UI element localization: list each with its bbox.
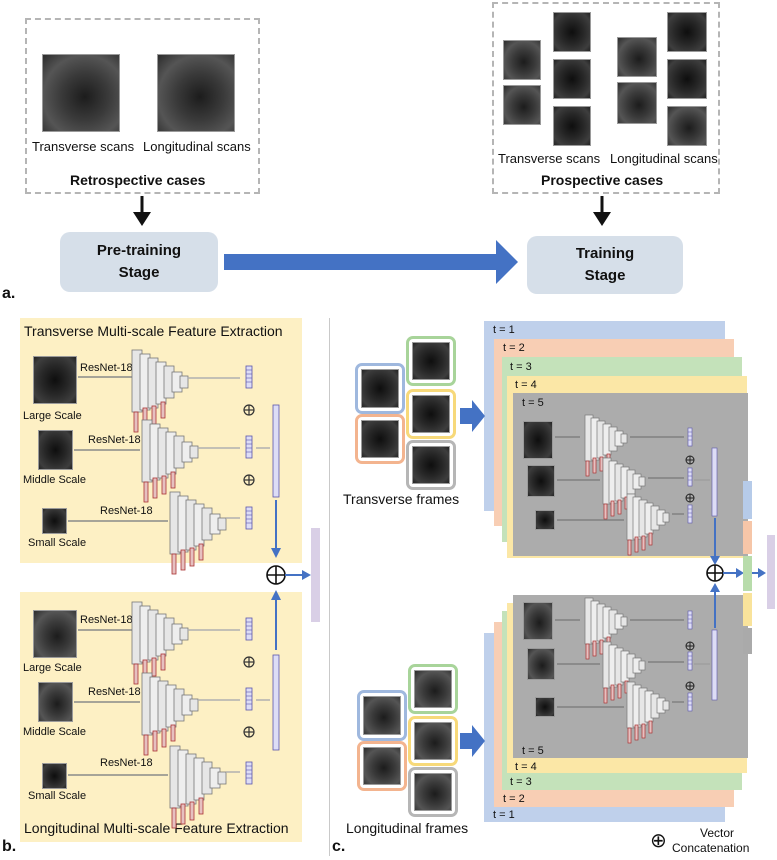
- retro-longitudinal-label: Longitudinal scans: [143, 139, 251, 154]
- pro-transverse-label: Transverse scans: [498, 151, 601, 166]
- output-seg-green: [743, 556, 752, 591]
- pretraining-line1: Pre-training: [96, 242, 182, 259]
- transverse-panel-title: Transverse Multi-scale Feature Extractio…: [24, 323, 283, 339]
- l-small-label: Small Scale: [28, 790, 87, 802]
- longitudinal-panel-title: Longitudinal Multi-scale Feature Extract…: [24, 820, 289, 836]
- l-frame-gray: [408, 767, 458, 817]
- retro-longitudinal-scan: [157, 54, 235, 132]
- output-seg-orange: [743, 521, 752, 554]
- l-frame-green: [408, 664, 458, 714]
- c-bottom-small-scan: [535, 697, 555, 717]
- b-time-4: t = 4: [515, 761, 537, 773]
- t-middle-scan: [38, 430, 73, 470]
- l-frame-orange: [357, 741, 407, 791]
- c-bottom-middle-scan: [527, 648, 555, 680]
- retro-title: Retrospective cases: [70, 172, 206, 188]
- c-top-large-scan: [523, 421, 553, 459]
- pro-title: Prospective cases: [541, 172, 664, 188]
- t-large-scan: [33, 356, 77, 404]
- pro-scan-5: [553, 106, 591, 146]
- t-net-label-3: ResNet-18: [100, 505, 153, 517]
- l-frame-blue: [357, 690, 407, 741]
- panel-b-networks: [68, 318, 330, 856]
- transverse-frames-caption: Transverse frames: [343, 491, 460, 507]
- pro-scan-10: [667, 106, 707, 146]
- t-time-1: t = 1: [493, 324, 515, 336]
- pro-scan-2: [503, 85, 541, 125]
- prospective-box: [492, 2, 720, 194]
- retro-transverse-label: Transverse scans: [32, 139, 135, 154]
- output-seg-gray: [743, 628, 752, 654]
- panel-a-arrows: [133, 196, 611, 284]
- c-top-small-scan: [535, 510, 555, 530]
- l-frame-yellow: [408, 716, 458, 766]
- b-time-1: t = 1: [493, 809, 515, 821]
- t-small-label: Small Scale: [28, 537, 87, 549]
- l-net-label-1: ResNet-18: [80, 614, 133, 626]
- t-time-4: t = 4: [515, 379, 537, 391]
- t-large-label: Large Scale: [23, 410, 82, 422]
- training-line1: Training: [575, 245, 635, 262]
- l-large-label: Large Scale: [23, 662, 82, 674]
- t-net-label-1: ResNet-18: [80, 362, 133, 374]
- t-frame-orange: [355, 414, 405, 464]
- t-time-5: t = 5: [522, 397, 544, 409]
- l-net-label-2: ResNet-18: [88, 686, 141, 698]
- pro-scan-4: [553, 59, 591, 99]
- t-time-2: t = 2: [503, 342, 525, 354]
- c-bottom-large-scan: [523, 602, 553, 640]
- retro-transverse-scan: [42, 54, 120, 132]
- t-time-3: t = 3: [510, 361, 532, 373]
- l-large-scan: [33, 610, 77, 658]
- t-frame-green: [406, 336, 456, 386]
- legend-line2: Concatenation: [672, 841, 750, 855]
- pretraining-stage: Pre-training Stage: [60, 232, 218, 292]
- pro-scan-1: [503, 40, 541, 80]
- t-net-label-2: ResNet-18: [88, 434, 141, 446]
- output-seg-yellow: [743, 593, 752, 626]
- pro-scan-8: [667, 12, 707, 52]
- t-middle-label: Middle Scale: [23, 474, 86, 486]
- training-stage: Training Stage: [527, 236, 683, 294]
- t-frame-yellow: [406, 389, 456, 439]
- l-net-label-3: ResNet-18: [100, 757, 153, 769]
- c-top-middle-scan: [527, 465, 555, 497]
- t-small-scan: [42, 508, 67, 534]
- panel-b-label: b.: [2, 838, 17, 855]
- legend-concat-symbol: ⊕: [650, 828, 667, 852]
- b-time-5: t = 5: [522, 745, 544, 757]
- pro-longitudinal-label: Longitudinal scans: [610, 151, 718, 166]
- retrospective-box: [25, 18, 260, 194]
- t-frame-blue: [355, 363, 405, 414]
- legend-line1: Vector: [700, 826, 735, 840]
- pro-scan-9: [667, 59, 707, 99]
- output-seg-blue: [743, 481, 752, 519]
- pro-scan-3: [553, 12, 591, 52]
- b-time-2: t = 2: [503, 793, 525, 805]
- b-time-3: t = 3: [510, 776, 532, 788]
- l-small-scan: [42, 763, 67, 789]
- training-line2: Stage: [584, 267, 626, 284]
- longitudinal-frames-caption: Longitudinal frames: [346, 820, 469, 836]
- panel-c-label: c.: [332, 838, 346, 855]
- panel-a-label: a.: [2, 285, 16, 302]
- t-frame-gray: [406, 440, 456, 490]
- pro-scan-6: [617, 37, 657, 77]
- l-middle-scan: [38, 682, 73, 722]
- pretraining-line2: Stage: [118, 264, 160, 281]
- pro-scan-7: [617, 82, 657, 124]
- l-middle-label: Middle Scale: [23, 726, 86, 738]
